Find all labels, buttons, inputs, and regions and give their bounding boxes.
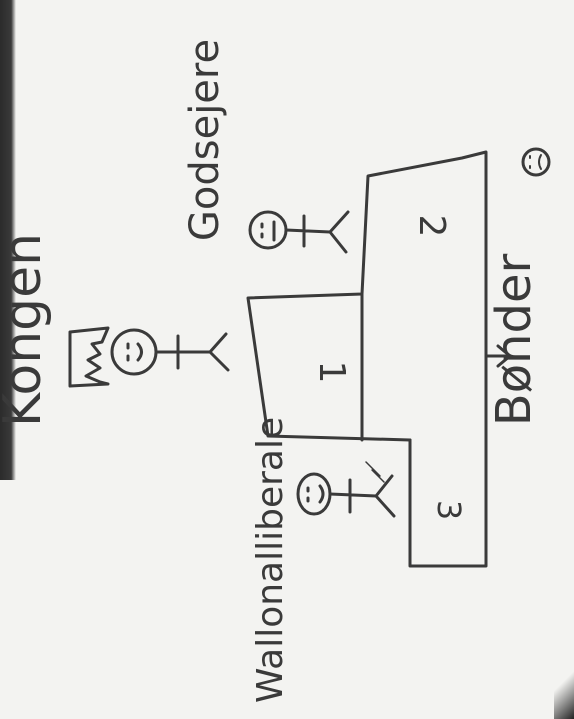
wholesaler-figure xyxy=(298,462,394,516)
crown-icon xyxy=(70,328,108,386)
sad-face-icon xyxy=(523,149,549,175)
king-figure xyxy=(70,328,228,386)
wholesaler-head xyxy=(298,474,330,514)
landowners-label: Godsejere xyxy=(182,39,228,241)
king-label: Kongen xyxy=(0,233,53,427)
level-3-label: 3 xyxy=(430,500,468,520)
level-2-label: 2 xyxy=(411,215,452,238)
landowner-figure xyxy=(250,212,348,252)
peasants-label: Bønder xyxy=(486,254,542,427)
king-head xyxy=(112,330,156,374)
landowner-head xyxy=(250,212,286,248)
level-1-label: 1 xyxy=(311,361,352,384)
wholesalers-label: Wallonalliberale xyxy=(250,417,291,703)
